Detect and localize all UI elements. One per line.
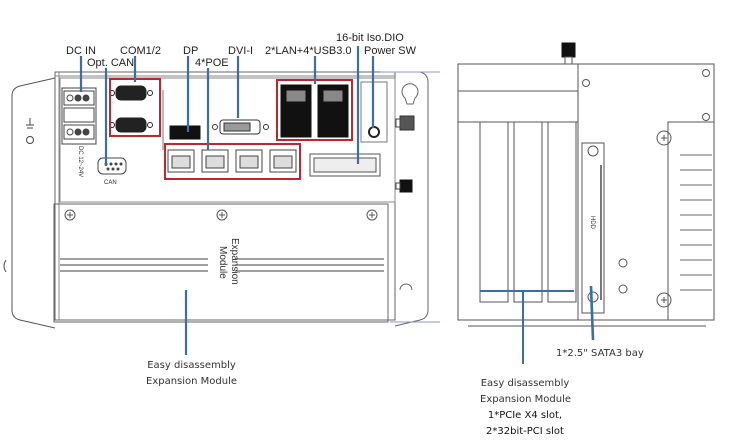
callout-com: COM1/2 <box>120 45 161 57</box>
left-bracket-slot <box>3 259 7 273</box>
callout-opt-can: Opt. CAN <box>87 57 135 69</box>
dp-port <box>169 125 201 140</box>
front-caption-line2: Expansion Module <box>146 376 238 387</box>
ground-screw-icon <box>26 136 34 144</box>
keyhole-slot <box>401 83 419 105</box>
can-port <box>97 157 127 175</box>
side-caption-line1: Easy disassembly <box>480 378 570 389</box>
vent-fins <box>680 154 712 291</box>
io-plate <box>59 77 396 203</box>
callout-lan-usb: 2*LAN+4*USB3.0 <box>265 45 352 57</box>
hdd-label: HDD <box>589 216 595 229</box>
right-mount-bracket <box>394 71 429 327</box>
poe-ports <box>167 149 297 173</box>
pcie-slots <box>479 121 577 303</box>
thumb-screw <box>399 115 415 131</box>
highlight-poe <box>164 143 301 180</box>
callout-dc-in: DC IN <box>66 45 96 57</box>
callout-poe: 4*POE <box>195 57 229 69</box>
module-screws <box>64 209 378 221</box>
side-antenna <box>561 42 576 58</box>
ground-icon <box>26 118 34 129</box>
side-chassis <box>457 63 715 321</box>
power-switch <box>368 126 380 138</box>
dc-voltage-mark: DC 12~24V <box>77 146 83 178</box>
module-label-line2: Module <box>217 246 228 279</box>
left-mount-bracket <box>11 77 56 329</box>
front-caption: Easy disassembly Expansion Module <box>146 358 237 390</box>
can-port-mark: CAN <box>104 180 117 186</box>
thumb-screw-lower <box>399 179 413 193</box>
side-caption-line3: 1*PCIe X4 slot, <box>487 410 563 421</box>
callout-dvi: DVI-I <box>228 45 254 57</box>
front-view <box>3 71 440 329</box>
bracket-slot-bottom <box>399 283 413 291</box>
dc-in-terminal <box>61 87 97 145</box>
com-ports <box>109 85 153 133</box>
dio-terminal <box>309 153 381 177</box>
dvi-port <box>212 119 269 135</box>
module-label-line1: Expansion <box>229 238 240 285</box>
side-vent <box>667 121 715 321</box>
module-grooves <box>60 258 384 272</box>
side-view <box>457 42 715 327</box>
front-callout-lines <box>79 46 375 355</box>
callout-dp: DP <box>183 45 199 57</box>
callout-power-sw: Power SW <box>364 45 416 57</box>
sata-caption: 1*2.5" SATA3 bay <box>556 348 644 359</box>
side-caption: Easy disassembly Expansion Module 1*PCIe… <box>480 376 572 440</box>
side-caption-line2: Expansion Module <box>480 394 572 405</box>
front-caption-line1: Easy disassembly <box>147 360 236 371</box>
callout-dio: 16-bit Iso.DIO <box>336 32 404 44</box>
lan-usb-ports <box>280 84 349 138</box>
side-caption-line4: 2*32bit-PCI slot <box>486 426 564 437</box>
side-callout-lines <box>480 285 595 364</box>
